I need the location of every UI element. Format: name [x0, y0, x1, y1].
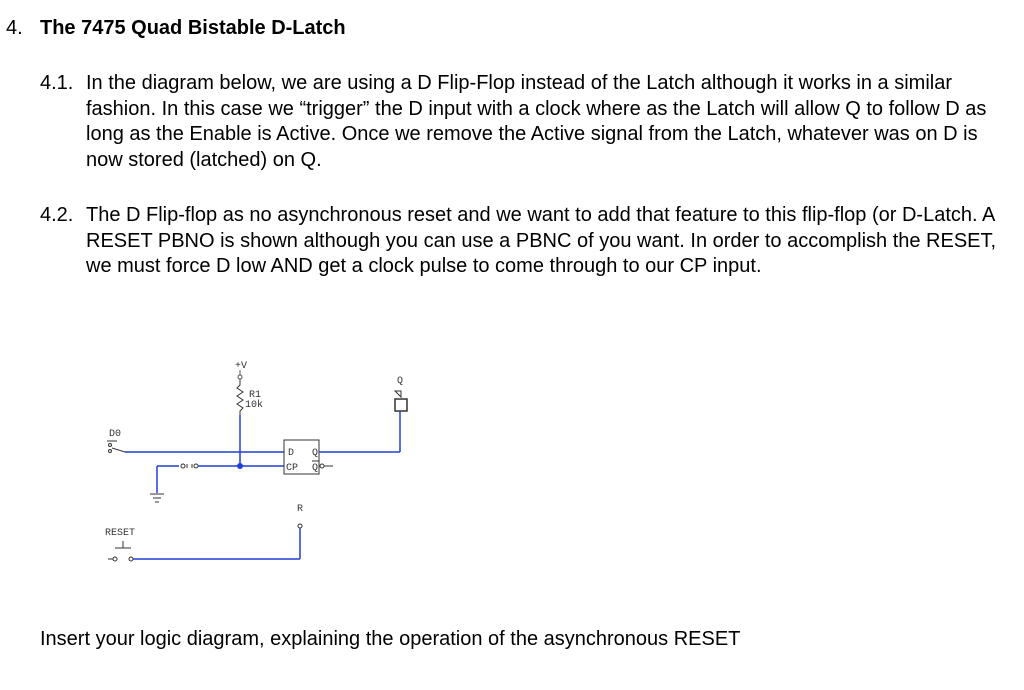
- reset-label: RESET: [105, 528, 135, 539]
- resistor-value: 10k: [245, 399, 263, 411]
- probe-label: Q: [397, 376, 403, 387]
- probe-head: [393, 390, 402, 399]
- switch-label: D0: [109, 429, 121, 440]
- resistor-r1: [236, 379, 244, 415]
- ff-q-pin: Q: [312, 448, 318, 459]
- d-flip-flop: [283, 439, 320, 475]
- clock-switch-terminal-b: [193, 463, 199, 469]
- switch-terminal-b: [108, 449, 112, 453]
- resistor-name: R1: [249, 390, 261, 401]
- reset-terminal: [297, 523, 303, 529]
- item-number: 4.2.: [40, 204, 74, 226]
- footer-instruction: Insert your logic diagram, explaining th…: [40, 628, 741, 650]
- pushbutton-terminal-b: [128, 556, 134, 562]
- item-text: The D Flip-flop as no asynchronous reset…: [86, 204, 997, 277]
- list-item: 4.1. In the diagram below, we are using …: [40, 71, 1015, 173]
- vcc-label: +V: [235, 361, 247, 372]
- list-item: 4.2. The D Flip-flop as no asynchronous …: [40, 203, 1015, 280]
- junction-dot: [237, 463, 243, 469]
- ff-r-pin: R: [297, 504, 303, 515]
- vcc-terminal: [237, 374, 243, 380]
- probe-lamp: [394, 398, 408, 412]
- item-number: 4.1.: [40, 72, 74, 94]
- circuit-diagram: +V R1 10k D0 D CP Q Q R Q RESET: [105, 361, 408, 562]
- item-text: In the diagram below, we are using a D F…: [86, 72, 987, 171]
- switch-lever: [111, 447, 126, 453]
- clock-switch-terminal-a: [180, 463, 186, 469]
- section-heading: 4. The 7475 Quad Bistable D-Latch: [6, 17, 346, 40]
- section-title: The 7475 Quad Bistable D-Latch: [40, 17, 346, 39]
- pushbutton-terminal-a: [112, 556, 118, 562]
- ff-cp-pin: CP: [286, 463, 298, 474]
- qbar-bubble: [319, 463, 325, 469]
- ff-qbar-pin: Q: [312, 463, 318, 474]
- section-number: 4.: [6, 17, 23, 39]
- ff-d-pin: D: [288, 448, 294, 459]
- switch-terminal-a: [108, 443, 112, 447]
